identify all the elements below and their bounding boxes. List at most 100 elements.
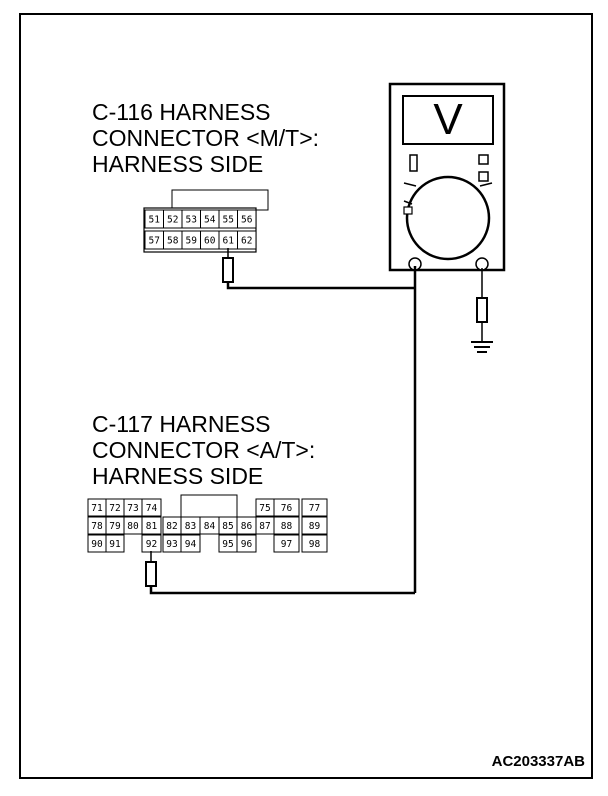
pin-cell: 72 <box>105 498 125 517</box>
ground-symbol <box>471 341 493 353</box>
pin-number: 76 <box>281 503 293 514</box>
pin-number: 52 <box>167 215 178 226</box>
pin-cell: 71 <box>87 498 107 517</box>
c116-probe <box>222 248 415 290</box>
pin-number: 59 <box>186 236 198 247</box>
c116-title-line-3: HARNESS SIDE <box>92 151 263 177</box>
pin-number: 98 <box>309 539 321 550</box>
meter-mode-symbol: V <box>433 95 463 144</box>
pin-cell: 78 <box>87 516 107 535</box>
pin-number: 95 <box>222 539 233 550</box>
multimeter: V <box>388 82 506 272</box>
pin-cell: 80 <box>123 516 143 535</box>
pin-number: 94 <box>185 539 197 550</box>
pin-number: 96 <box>241 539 253 550</box>
pin-cell: 51 <box>144 209 164 229</box>
pin-cell: 98 <box>301 534 328 553</box>
pin-number: 62 <box>241 236 252 247</box>
pin-number: 57 <box>149 236 160 247</box>
pin-cell: 76 <box>273 498 300 517</box>
pin-number: 58 <box>167 236 179 247</box>
pin-cell: 96 <box>236 534 257 553</box>
meter-rotary-dial <box>405 175 491 261</box>
c116-connector: 51 52 53 54 55 56 57 58 59 60 61 62 <box>143 189 269 253</box>
pin-number: 54 <box>204 215 216 226</box>
pin-cell: 89 <box>301 516 328 535</box>
pin-cell: 85 <box>218 516 238 535</box>
c116-label: C-116 HARNESS CONNECTOR <M/T>: HARNESS S… <box>92 99 319 177</box>
meter-indicator <box>409 154 418 172</box>
meter-display <box>402 95 494 145</box>
pin-cell: 55 <box>218 209 238 229</box>
c116-title-line-2: CONNECTOR <M/T>: <box>92 125 319 151</box>
pin-cell: 57 <box>144 230 164 250</box>
pin-number: 84 <box>204 521 216 532</box>
pin-number: 80 <box>127 521 139 532</box>
pin-number: 89 <box>309 521 321 532</box>
pin-cell: 56 <box>237 209 257 229</box>
pin-cell: 86 <box>236 516 257 535</box>
pin-number: 78 <box>91 521 103 532</box>
pin-cell: 95 <box>218 534 238 553</box>
pin-cell: 83 <box>180 516 201 535</box>
pin-cell: 74 <box>141 498 162 517</box>
pin-cell: 73 <box>123 498 143 517</box>
pin-cell: 93 <box>162 534 182 553</box>
c117-title-line-1: C-117 HARNESS <box>92 411 271 437</box>
c116-latch <box>171 189 269 211</box>
pin-cell: 91 <box>105 534 125 553</box>
pin-number: 72 <box>109 503 120 514</box>
pin-cell: 60 <box>200 230 220 250</box>
pin-number: 86 <box>241 521 253 532</box>
c116-title-line-1: C-116 HARNESS <box>92 99 271 125</box>
pin-number: 93 <box>166 539 177 550</box>
pin-number: 81 <box>146 521 158 532</box>
pin-number: 82 <box>166 521 177 532</box>
pin-number: 92 <box>146 539 157 550</box>
c117-latch <box>180 494 238 518</box>
pin-number: 88 <box>281 521 293 532</box>
pin-number: 91 <box>109 539 121 550</box>
pin-cell: 58 <box>163 230 183 250</box>
pin-number: 87 <box>259 521 270 532</box>
pin-cell: 97 <box>273 534 300 553</box>
pin-cell: 52 <box>163 209 183 229</box>
pin-number: 51 <box>149 215 161 226</box>
pin-cell: 62 <box>237 230 257 250</box>
pin-cell: 77 <box>301 498 328 517</box>
pin-number: 56 <box>241 215 253 226</box>
pin-number: 77 <box>309 503 320 514</box>
pin-number: 61 <box>223 236 235 247</box>
c117-label: C-117 HARNESS CONNECTOR <A/T>: HARNESS S… <box>92 411 315 489</box>
pin-cell: 81 <box>141 516 162 535</box>
pin-number: 53 <box>186 215 197 226</box>
figure-code: AC203337AB <box>492 753 586 770</box>
pin-cell: 61 <box>218 230 238 250</box>
pin-cell: 84 <box>199 516 220 535</box>
pin-cell: 79 <box>105 516 125 535</box>
meter-button-2 <box>478 171 489 182</box>
pin-number: 60 <box>204 236 216 247</box>
pin-cell: 94 <box>180 534 201 553</box>
pin-number: 90 <box>91 539 103 550</box>
c117-title-line-2: CONNECTOR <A/T>: <box>92 437 315 463</box>
pin-cell: 90 <box>87 534 107 553</box>
pin-cell: 75 <box>255 498 275 517</box>
pin-cell: 87 <box>255 516 275 535</box>
pin-cell: 59 <box>181 230 201 250</box>
pin-number: 55 <box>223 215 234 226</box>
ground-probe <box>476 268 488 342</box>
pin-number: 79 <box>109 521 121 532</box>
pin-cell: 88 <box>273 516 300 535</box>
pin-number: 71 <box>91 503 103 514</box>
c117-probe <box>145 551 415 595</box>
c117-title-line-3: HARNESS SIDE <box>92 463 263 489</box>
pin-cell: 92 <box>141 534 162 553</box>
pin-cell: 54 <box>200 209 220 229</box>
figure-frame <box>19 13 593 779</box>
pin-number: 85 <box>222 521 233 532</box>
pin-number: 73 <box>127 503 138 514</box>
pin-cell: 82 <box>162 516 182 535</box>
